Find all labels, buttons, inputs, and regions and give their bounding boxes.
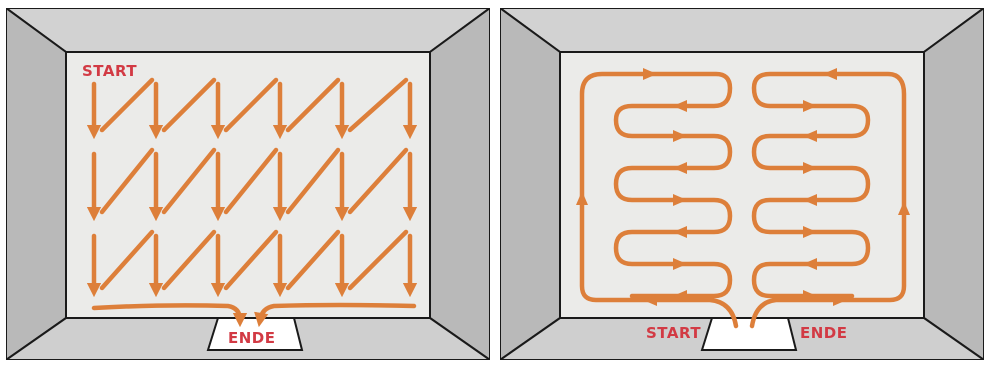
door-opening	[702, 318, 796, 350]
start-label: START	[82, 62, 137, 80]
wall-top	[6, 8, 490, 52]
room-diagram-zigzag: START ENDE	[6, 8, 490, 360]
end-label: ENDE	[800, 324, 848, 342]
room-zigzag-svg: START ENDE	[6, 8, 490, 360]
room-serpentine-svg: START ENDE	[500, 8, 984, 360]
end-label: ENDE	[228, 329, 276, 347]
wall-right	[430, 8, 490, 360]
room-diagram-serpentine: START ENDE	[500, 8, 984, 360]
wall-top	[500, 8, 984, 52]
wall-left	[6, 8, 66, 360]
wall-left	[500, 8, 560, 360]
wall-right	[924, 8, 984, 360]
start-label: START	[646, 324, 701, 342]
